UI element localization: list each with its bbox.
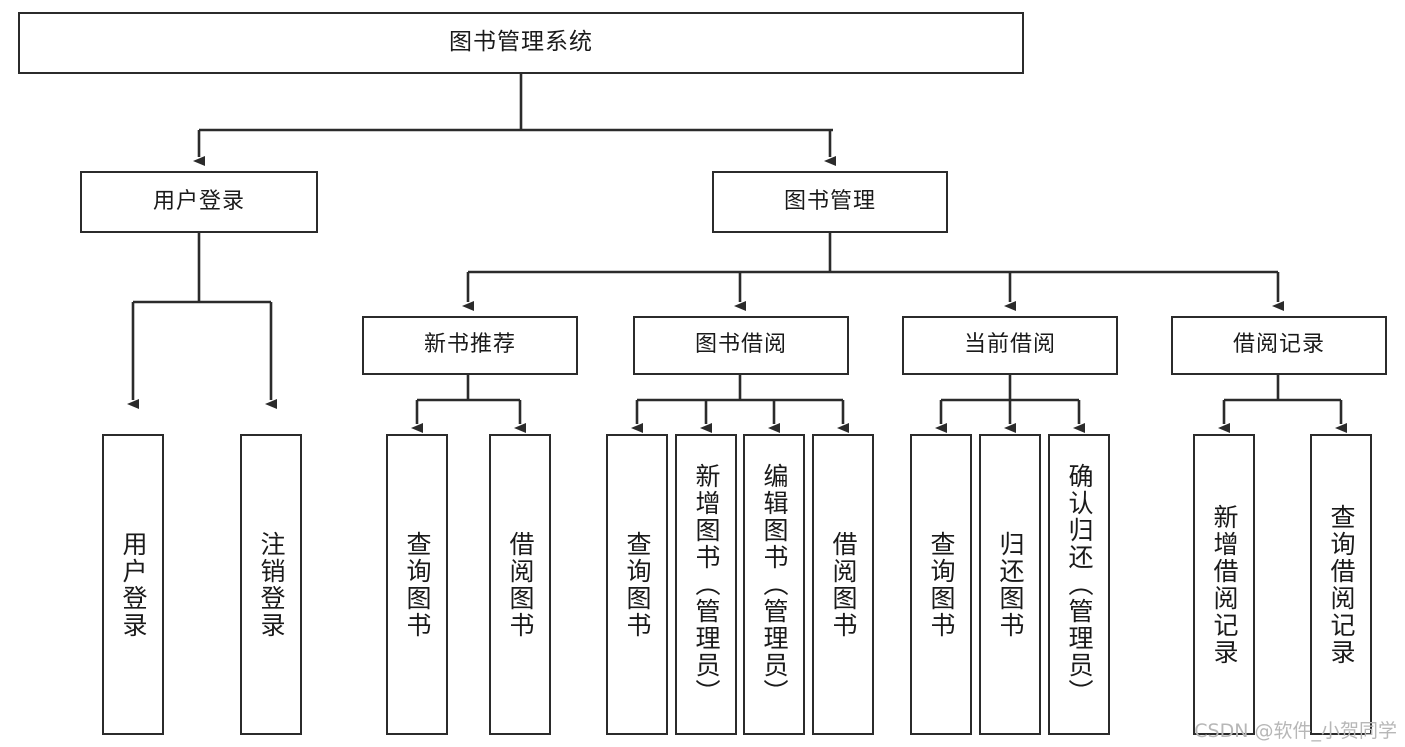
node-book-management[interactable]: 图书管理 (712, 171, 948, 233)
leaf-current-confirm-return[interactable]: 确认归还（管理员） (1048, 434, 1110, 735)
leaf-borrow-add-book[interactable]: 新增图书（管理员） (675, 434, 737, 735)
node-label: 图书借阅 (694, 332, 787, 358)
node-label: 当前借阅 (963, 332, 1056, 358)
node-label: 新书推荐 (423, 332, 516, 358)
node-label: 查询图书 (623, 530, 652, 639)
node-label: 图书管理 (783, 188, 876, 214)
csdn-watermark: CSDN @软件_小贺同学 (1194, 720, 1397, 742)
node-label: 借阅图书 (506, 530, 535, 639)
leaf-user-login-logout[interactable]: 注销登录 (240, 434, 302, 735)
node-label: 查询借阅记录 (1327, 503, 1356, 666)
node-label: 注销登录 (257, 530, 286, 639)
node-label: 用户登录 (152, 188, 245, 214)
node-book-borrow[interactable]: 图书借阅 (633, 316, 849, 375)
node-root-system[interactable]: 图书管理系统 (18, 12, 1024, 74)
node-label: 用户登录 (119, 530, 148, 639)
node-label: 归还图书 (996, 530, 1025, 639)
leaf-record-query-record[interactable]: 查询借阅记录 (1310, 434, 1372, 735)
node-label: 借阅图书 (829, 530, 858, 639)
node-label: 查询图书 (403, 530, 432, 639)
node-new-book-recommend[interactable]: 新书推荐 (362, 316, 578, 375)
node-label: 确认归还（管理员） (1065, 463, 1094, 706)
node-label: 新增图书（管理员） (692, 463, 721, 706)
leaf-borrow-query-book[interactable]: 查询图书 (606, 434, 668, 735)
leaf-current-return-book[interactable]: 归还图书 (979, 434, 1041, 735)
node-label: 图书管理系统 (449, 29, 593, 56)
node-label: 查询图书 (927, 530, 956, 639)
leaf-recommend-borrow-book[interactable]: 借阅图书 (489, 434, 551, 735)
node-label: 编辑图书（管理员） (760, 463, 789, 706)
node-current-borrow[interactable]: 当前借阅 (902, 316, 1118, 375)
node-label: 新增借阅记录 (1210, 503, 1239, 666)
node-borrow-record[interactable]: 借阅记录 (1171, 316, 1387, 375)
leaf-record-add-record[interactable]: 新增借阅记录 (1193, 434, 1255, 735)
leaf-borrow-borrow-book[interactable]: 借阅图书 (812, 434, 874, 735)
node-user-login[interactable]: 用户登录 (80, 171, 318, 233)
leaf-recommend-query-book[interactable]: 查询图书 (386, 434, 448, 735)
leaf-user-login-login[interactable]: 用户登录 (102, 434, 164, 735)
node-label: 借阅记录 (1232, 332, 1325, 358)
leaf-current-query-book[interactable]: 查询图书 (910, 434, 972, 735)
leaf-borrow-edit-book[interactable]: 编辑图书（管理员） (743, 434, 805, 735)
